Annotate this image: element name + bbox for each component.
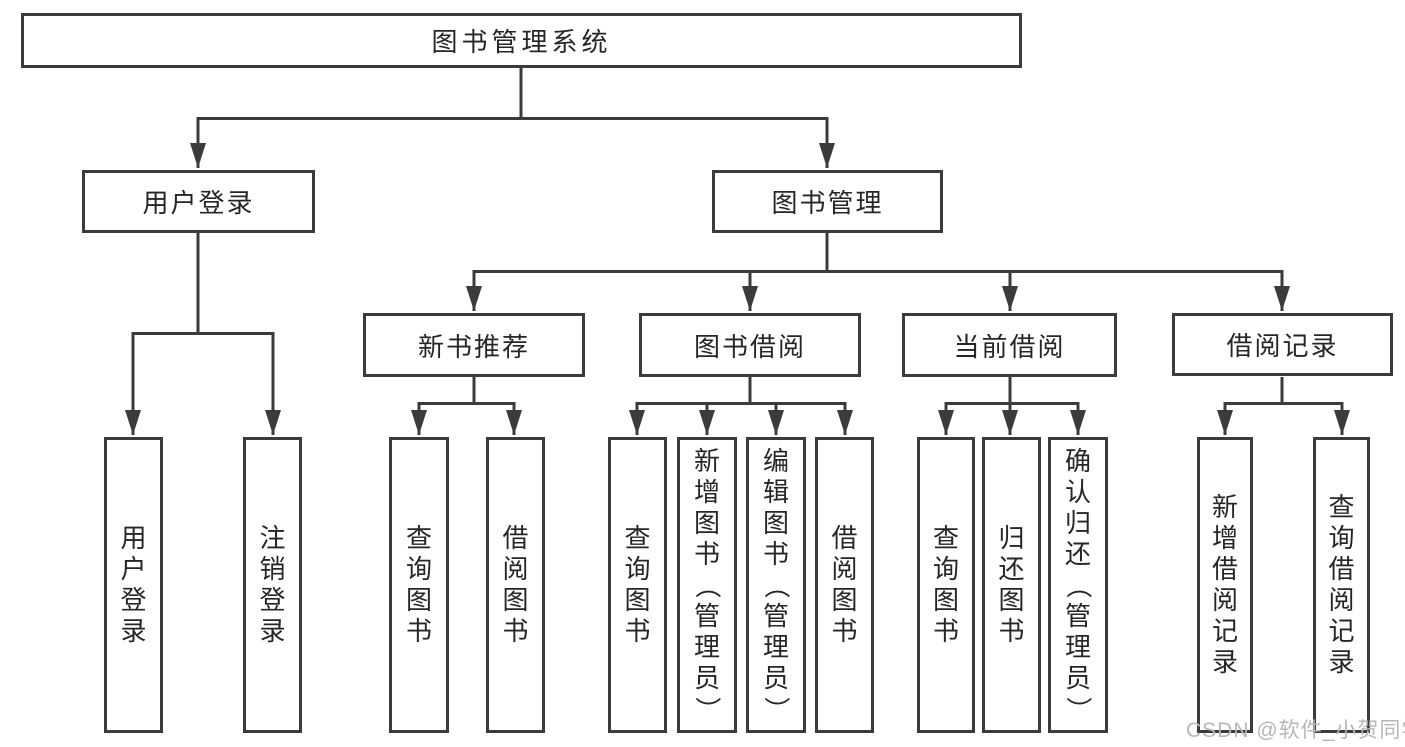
leaf-br-add-record: 新增借阅记录 — [1197, 437, 1253, 733]
connector-borrow-records-trunk — [1223, 377, 1344, 405]
node-borrow-records: 借阅记录 — [1172, 313, 1393, 376]
leaf-cb-query-books-label: 查询图书 — [932, 523, 959, 646]
node-user-login-label: 用户登录 — [142, 188, 255, 218]
leaf-cb-return-books: 归还图书 — [982, 437, 1041, 733]
leaf-bb-borrow-books-label: 借阅图书 — [831, 523, 858, 646]
leaf-cb-query-books: 查询图书 — [917, 437, 975, 733]
node-root: 图书管理系统 — [21, 13, 1022, 68]
leaf-bb-edit-books-admin: 编辑图书（管理员） — [746, 437, 806, 733]
connector-root-trunk — [196, 68, 829, 120]
leaf-br-query-record-label: 查询借阅记录 — [1328, 492, 1355, 677]
leaf-rec-borrow-books: 借阅图书 — [486, 437, 545, 733]
connector-book-borrow-trunk — [635, 377, 847, 405]
leaf-br-add-record-label: 新增借阅记录 — [1211, 492, 1238, 677]
node-new-book-rec: 新书推荐 — [363, 313, 585, 377]
connector-new-book-rec-trunk — [417, 377, 516, 405]
leaf-user-login: 用户登录 — [104, 437, 163, 733]
leaf-logout-label: 注销登录 — [259, 523, 286, 646]
node-book-mgmt-label: 图书管理 — [771, 188, 884, 218]
node-borrow-records-label: 借阅记录 — [1226, 331, 1339, 361]
node-current-borrow-label: 当前借阅 — [953, 331, 1066, 362]
leaf-bb-edit-books-admin-label: 编辑图书（管理员） — [761, 445, 792, 723]
leaf-user-login-label: 用户登录 — [120, 523, 147, 646]
leaf-cb-return-books-label: 归还图书 — [998, 523, 1025, 646]
leaf-br-query-record: 查询借阅记录 — [1313, 437, 1370, 733]
leaf-bb-add-books-admin-label: 新增图书（管理员） — [692, 445, 723, 723]
leaf-bb-borrow-books: 借阅图书 — [815, 437, 874, 733]
node-new-book-rec-label: 新书推荐 — [417, 331, 530, 362]
connector-book-mgmt-trunk — [472, 233, 1284, 273]
leaf-bb-query-books-label: 查询图书 — [624, 523, 651, 646]
watermark: CSDN @软件_小贺同学 — [1186, 719, 1405, 742]
connector-current-borrow-trunk — [944, 377, 1080, 405]
leaf-bb-add-books-admin: 新增图书（管理员） — [677, 437, 737, 733]
node-book-mgmt: 图书管理 — [712, 170, 943, 233]
node-user-login: 用户登录 — [82, 170, 315, 233]
leaf-cb-confirm-return-admin: 确认归还（管理员） — [1048, 437, 1108, 733]
leaf-bb-query-books: 查询图书 — [608, 437, 667, 733]
leaf-rec-query-books: 查询图书 — [389, 437, 449, 733]
node-root-label: 图书管理系统 — [431, 27, 612, 57]
node-book-borrow-label: 图书借阅 — [693, 331, 806, 362]
leaf-rec-query-books-label: 查询图书 — [405, 523, 432, 646]
connector-user-login-trunk — [131, 233, 275, 335]
node-current-borrow: 当前借阅 — [902, 313, 1117, 377]
node-book-borrow: 图书借阅 — [639, 313, 861, 377]
leaf-rec-borrow-books-label: 借阅图书 — [502, 523, 529, 646]
leaf-cb-confirm-return-admin-label: 确认归还（管理员） — [1063, 445, 1094, 723]
leaf-logout: 注销登录 — [243, 437, 302, 733]
